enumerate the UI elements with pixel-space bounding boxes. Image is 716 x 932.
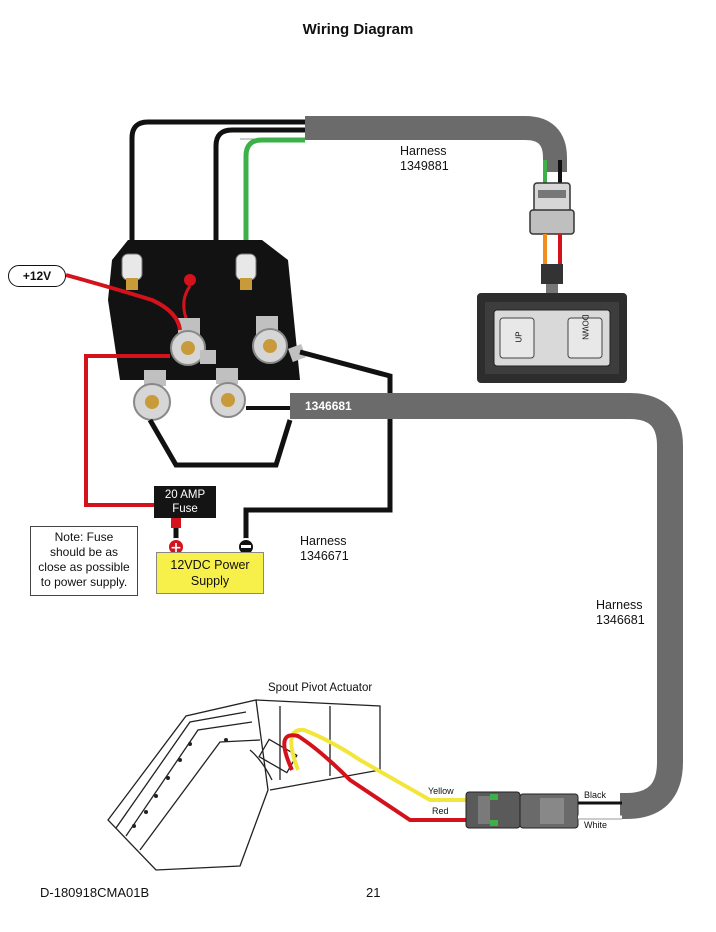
- plus12v-badge: +12V: [8, 265, 66, 287]
- harness-1349881: [305, 116, 567, 172]
- harness-1346681: [290, 393, 683, 819]
- wire-yellow-label: Yellow: [428, 786, 454, 796]
- lug-3: [133, 370, 171, 421]
- page-number: 21: [366, 885, 381, 900]
- lug-2: [252, 316, 288, 364]
- spout-actuator: [107, 699, 381, 871]
- wire-black-loop: [147, 418, 293, 468]
- actuator-label: Spout Pivot Actuator: [268, 682, 373, 694]
- wire-plus12v: [65, 273, 182, 331]
- wire-yellow: [289, 727, 466, 802]
- harness-tag: 1346681: [305, 399, 352, 413]
- wire-red-fuse: [84, 354, 170, 507]
- switch-down-label: DOWN: [580, 314, 590, 340]
- wire-black-top: [129, 119, 305, 258]
- wire-white-label: White: [584, 820, 608, 830]
- wire-black-ground: [243, 349, 393, 540]
- doc-id: D-180918CMA01B: [40, 885, 150, 900]
- wire-red-act: [282, 733, 466, 822]
- switch-up-label: UP: [514, 331, 524, 343]
- svg-text:+: +: [170, 540, 182, 556]
- wire-red-label: Red: [432, 806, 449, 816]
- lug-1: [170, 318, 206, 366]
- wire-black-label: Black: [584, 790, 607, 800]
- page-title: Wiring Diagram: [302, 21, 414, 38]
- lug-4: [210, 368, 246, 418]
- wire-green: [243, 137, 305, 258]
